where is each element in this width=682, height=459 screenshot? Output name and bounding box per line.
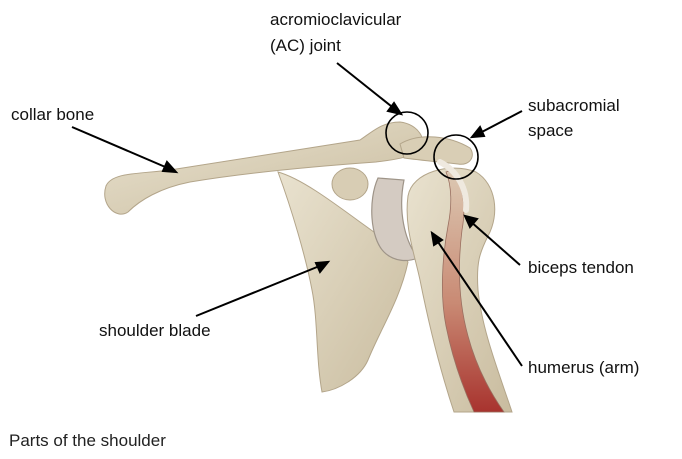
subacromial-label-line2: space bbox=[528, 120, 573, 142]
humerus-label: humerus (arm) bbox=[528, 357, 639, 379]
coracoid-process bbox=[332, 168, 368, 200]
subacromial-label-line1: subacromial bbox=[528, 95, 620, 117]
biceps-tendon-label: biceps tendon bbox=[528, 257, 634, 279]
figure-caption: Parts of the shoulder bbox=[9, 431, 166, 451]
ac-joint-label-line1: acromioclavicular bbox=[270, 9, 401, 31]
collar-bone-label: collar bone bbox=[11, 104, 94, 126]
ac-joint-label-line2: (AC) joint bbox=[270, 35, 341, 57]
acromion bbox=[400, 137, 472, 165]
shoulder-blade-label: shoulder blade bbox=[99, 320, 211, 342]
